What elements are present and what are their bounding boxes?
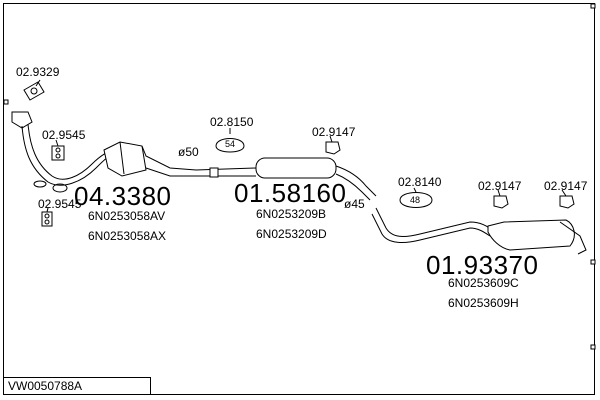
right-marker-top: [590, 3, 596, 9]
oem-number: 6N0253609H: [448, 296, 519, 310]
part-number: 01.58160: [234, 178, 347, 208]
leader-lines: [35, 79, 567, 213]
diameter-label: ø50: [178, 145, 199, 159]
accessory-number: 02.9545: [38, 197, 82, 211]
rubber-ring-icon: [215, 138, 433, 208]
accessory-number: 02.9147: [312, 125, 356, 139]
accessory-number: 02.9147: [544, 179, 588, 193]
accessory-number: 02.9147: [478, 179, 522, 193]
right-marker-low: [590, 259, 596, 265]
front-pipe: [11, 111, 119, 193]
diameter-label: ø45: [344, 197, 365, 211]
gasket-icon: [23, 81, 45, 101]
oem-number: 6N0253209D: [256, 227, 327, 241]
accessory-number: 02.9545: [42, 128, 86, 142]
middle-silencer: [195, 157, 377, 201]
oem-number: 6N0253609C: [448, 276, 519, 290]
oem-number: 6N0253209B: [256, 207, 327, 221]
oem-number: 6N0253058AX: [88, 229, 167, 243]
oem-number: 6N0253058AV: [88, 209, 166, 223]
hanger-icon: [325, 141, 575, 209]
diagram-frame: [3, 3, 595, 395]
ring-size-label: 54: [225, 139, 236, 149]
accessory-number: 02.8140: [398, 175, 442, 189]
part-number: 01.93370: [426, 250, 539, 280]
right-marker-mid: [590, 344, 596, 350]
rubber-mount-icon: [41, 145, 65, 227]
rear-silencer: [371, 207, 587, 255]
accessory-number: 02.9329: [16, 65, 60, 79]
reference-number: VW0050788A: [3, 377, 151, 395]
ring-size-label: 48: [410, 195, 421, 205]
accessory-number: 02.8150: [210, 115, 254, 129]
catalytic-converter: [103, 141, 197, 177]
left-marker: [3, 99, 9, 105]
part-number: 04.3380: [74, 181, 172, 211]
